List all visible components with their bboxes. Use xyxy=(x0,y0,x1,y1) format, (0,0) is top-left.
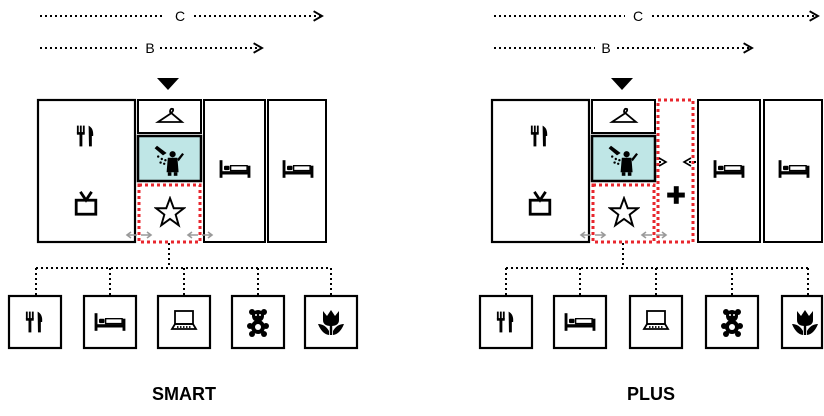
option-dining xyxy=(7,294,63,350)
dimension-arrow-b: B xyxy=(40,40,264,56)
flex-room-dotted xyxy=(591,183,656,244)
living-room xyxy=(36,98,137,244)
resize-arrow-left-icon xyxy=(125,231,153,239)
wardrobe-room xyxy=(137,99,202,134)
connector-lines xyxy=(505,243,809,296)
extension-strip-dotted xyxy=(656,98,695,244)
option-office xyxy=(156,294,212,350)
star-icon xyxy=(155,197,185,227)
dimension-arrow-b: B xyxy=(494,40,754,56)
plus-icon xyxy=(667,186,685,204)
flex-room-dotted xyxy=(137,183,202,244)
arrow-b-label: B xyxy=(145,40,154,56)
arrow-b-label: B xyxy=(601,40,610,56)
option-bedroom xyxy=(552,294,608,350)
dimension-arrow-c: C xyxy=(494,8,820,24)
resize-arrow-left-icon xyxy=(579,231,607,239)
smart-diagram: C B xyxy=(7,8,359,404)
option-bedroom xyxy=(82,294,138,350)
entrance-triangle-icon xyxy=(611,78,633,90)
plus-diagram: C B xyxy=(478,8,824,404)
arrow-c-label: C xyxy=(633,8,643,24)
resize-arrow-right-icon xyxy=(186,231,214,239)
dimension-arrow-c: C xyxy=(40,8,324,24)
option-office xyxy=(628,294,684,350)
wardrobe-room xyxy=(591,99,656,134)
resize-arrow-right-icon xyxy=(640,231,668,239)
diagram-title-plus: PLUS xyxy=(627,384,675,404)
entrance-triangle-icon xyxy=(157,78,179,90)
diagram-title-smart: SMART xyxy=(152,384,216,404)
arrow-c-label: C xyxy=(175,8,185,24)
star-icon xyxy=(609,197,639,227)
option-dining xyxy=(478,294,534,350)
living-room xyxy=(490,98,591,244)
connector-lines xyxy=(35,243,332,296)
